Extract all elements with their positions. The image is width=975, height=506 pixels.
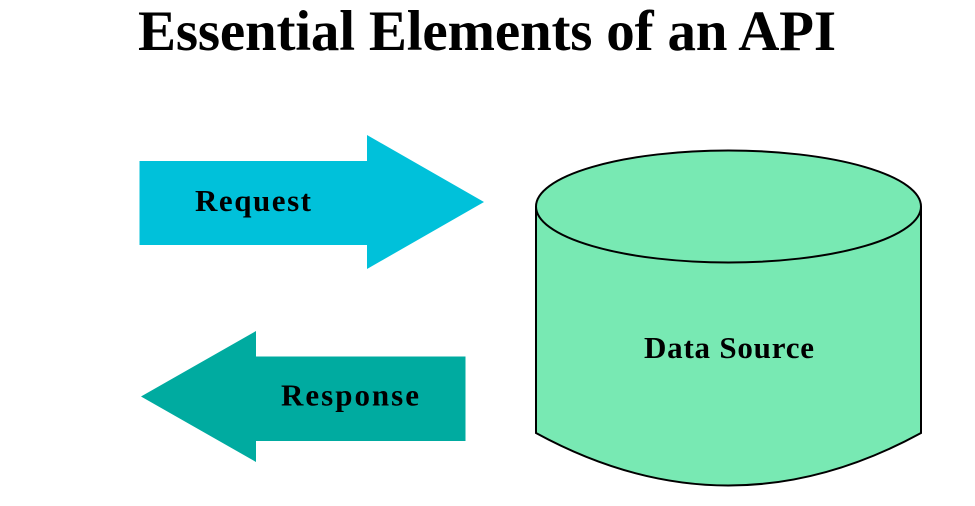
svg-text:Data Source: Data Source [644, 330, 814, 365]
svg-text:Request: Request [195, 183, 312, 218]
svg-text:Response: Response [281, 378, 419, 413]
svg-text:Essential Elements of an API: Essential Elements of an API [138, 0, 836, 63]
